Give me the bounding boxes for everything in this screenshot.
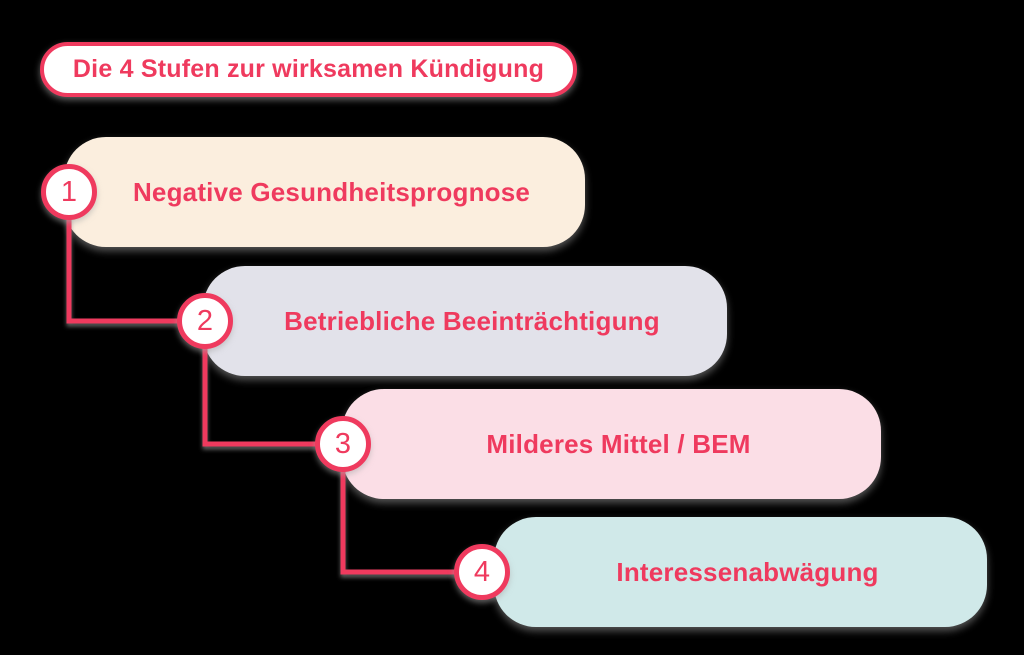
diagram-title: Die 4 Stufen zur wirksamen Kündigung [72, 55, 545, 83]
step-number-1: 1 [60, 175, 78, 208]
step-number-4: 4 [473, 555, 491, 588]
step-label-3: Milderes Mittel / BEM [486, 428, 751, 459]
step-number-badge-1: 1 [41, 164, 97, 220]
step-box-1: Negative Gesundheitsprognose [64, 137, 585, 247]
step-box-2: Betriebliche Beeinträchtigung [203, 266, 727, 376]
step-number-badge-4: 4 [454, 544, 510, 600]
step-number-3: 3 [334, 427, 352, 460]
step-number-2: 2 [196, 304, 214, 337]
step-box-3: Milderes Mittel / BEM [342, 389, 881, 499]
step-label-1: Negative Gesundheitsprognose [132, 176, 531, 207]
diagram-title-pill: Die 4 Stufen zur wirksamen Kündigung [40, 42, 577, 97]
step-number-badge-3: 3 [315, 416, 371, 472]
step-label-4: Interessenabwägung [616, 556, 879, 587]
step-number-badge-2: 2 [177, 293, 233, 349]
step-box-4: Interessenabwägung [494, 517, 987, 627]
step-label-2: Betriebliche Beeinträchtigung [284, 305, 660, 336]
